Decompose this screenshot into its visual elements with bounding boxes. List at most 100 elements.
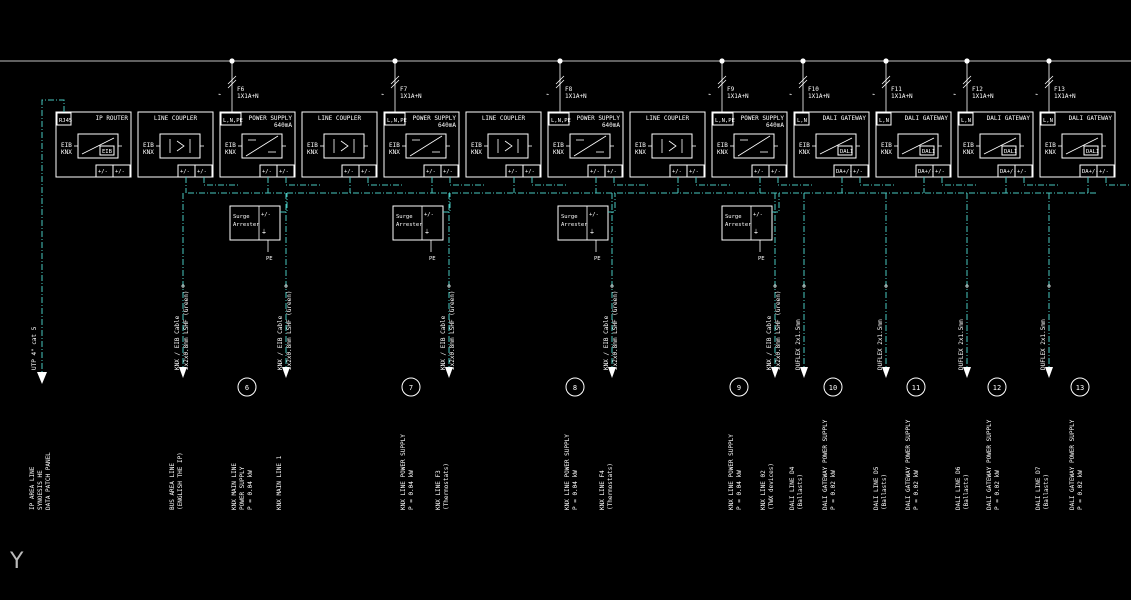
- surge-polarity: +/-: [589, 212, 599, 218]
- cable-text: KNX / EIB Cable: [766, 315, 773, 370]
- terminal-tag: L,N,PE: [223, 118, 243, 124]
- feeder-rating: 1X1A+N: [972, 93, 994, 100]
- module-title: DALI GATEWAY: [823, 115, 867, 122]
- eib-label: EIB: [143, 142, 154, 149]
- module-frame: [219, 111, 296, 178]
- knx-label: KNX: [635, 149, 646, 156]
- terminal-label: +/-: [689, 169, 699, 175]
- description-line: POWER SUPPLY: [239, 466, 246, 510]
- cable-text: UTP 4" cat 5: [31, 326, 38, 370]
- terminal-tag: L,N,PE: [715, 118, 735, 124]
- svg-text:⏚: ⏚: [589, 229, 595, 236]
- circuit-number-11: 11: [906, 377, 926, 397]
- cable-text: KNX / EIB Cable: [277, 315, 284, 370]
- terminal-label: +/-: [279, 169, 289, 175]
- cable-sub: 2x2x0.8mm LSHF (Green): [612, 291, 619, 370]
- description-line: DALI LINE D7: [1035, 466, 1042, 510]
- description-line: SYNOESIS HE: [37, 470, 44, 510]
- terminal-label: +/-: [262, 169, 272, 175]
- knx-label: KNX: [471, 149, 482, 156]
- terminal-label: +/-: [98, 169, 108, 175]
- circuit-number-text: 9: [737, 384, 741, 392]
- utp-arrow: [37, 372, 47, 384]
- eib-label: EIB: [1045, 142, 1056, 149]
- description-line: DALI LINE D6: [955, 466, 962, 510]
- description-line: DALI GATEWAY POWER SUPPLY: [905, 419, 912, 510]
- knx-label: KNX: [225, 149, 236, 156]
- svg-text:⊗: ⊗: [802, 283, 806, 290]
- description-line: (ENGLISH THE IP): [177, 452, 184, 510]
- eib-label: EIB: [307, 142, 318, 149]
- circuit-number-text: 8: [573, 384, 577, 392]
- module-frame: [875, 111, 952, 178]
- module-title: POWER SUPPLY: [249, 115, 293, 122]
- terminal-label: DA+/-: [918, 169, 935, 175]
- svg-text:⊗: ⊗: [773, 283, 777, 290]
- description-line3: KNX LINE F3(Thermostats): [435, 463, 450, 510]
- surge-label: Surge: [233, 214, 250, 220]
- module-title: DALI GATEWAY: [1069, 115, 1113, 122]
- description-dali7: DALI LINE D7(Ballasts): [1035, 466, 1050, 510]
- bus-terminals: DA+/-+/-: [833, 164, 869, 178]
- terminal-tag-box: [876, 112, 892, 126]
- eib-label: EIB: [717, 142, 728, 149]
- terminal-label: +/-: [197, 169, 207, 175]
- svg-text:⊗: ⊗: [181, 283, 185, 290]
- circuit-number-text: 10: [829, 384, 837, 392]
- module-symbol: [566, 133, 614, 159]
- knx-label: KNX: [799, 149, 810, 156]
- bus-link: [1023, 177, 1058, 186]
- bus-terminals: DA+/-+/-: [915, 164, 951, 178]
- surge-arresters: SurgeArrester+/-⏚PESurgeArrester+/-⏚PESu…: [229, 193, 780, 262]
- module-title: DALI GATEWAY: [987, 115, 1031, 122]
- bus-link: [613, 177, 648, 186]
- feeder-symbol: ⌁: [381, 92, 384, 98]
- circuit-number-12: 12: [987, 377, 1007, 397]
- bus-link: [777, 177, 812, 186]
- terminal-tag-box: [220, 112, 242, 126]
- module-symbol: [238, 133, 286, 159]
- knx-label: KNX: [1045, 149, 1056, 156]
- circuit-number-text: 12: [993, 384, 1001, 392]
- feeder-symbol: ⌁: [953, 92, 956, 98]
- svg-text:⊗: ⊗: [447, 283, 451, 290]
- cable-drop: ⊗: [771, 193, 779, 378]
- feeder-rating: 1X1A+N: [565, 93, 587, 100]
- pe-label: PE: [429, 256, 436, 262]
- description-dali6: DALI LINE D6(Ballasts): [955, 466, 970, 510]
- symbol-text: DALI: [1086, 149, 1099, 155]
- module-frame: [137, 111, 214, 178]
- module-current: 640mA: [274, 122, 292, 129]
- module-frame: [383, 111, 460, 178]
- module-title: DALI GATEWAY: [905, 115, 949, 122]
- terminal-tag: L,N: [879, 118, 889, 124]
- pe-label: PE: [594, 256, 601, 262]
- cable-sub: 2x2x0.8mm LSHF (Green): [183, 291, 190, 370]
- module-frame: [301, 111, 378, 178]
- bus-terminals: +/-+/-: [669, 164, 705, 178]
- module-frame: [711, 111, 788, 178]
- bus-terminals: +/-+/-: [587, 164, 623, 178]
- terminal-label: +/-: [1017, 169, 1027, 175]
- terminal-tag: L,N,PE: [551, 118, 571, 124]
- bus-terminals: +/-+/-: [423, 164, 459, 178]
- terminal-tag-box: [384, 112, 406, 126]
- feeder-symbol: ⌁: [789, 92, 792, 98]
- cable-text: KNX / EIB Cable: [440, 315, 447, 370]
- cable-text: KNX / EIB Cable: [603, 315, 610, 370]
- knx-label: KNX: [61, 149, 72, 156]
- bus-terminals: DA+/-+/-: [997, 164, 1033, 178]
- description-line4: KNX LINE F4(Thermostats): [599, 463, 614, 510]
- surge-label2: Arrester: [396, 222, 423, 228]
- description-line: (Ballasts): [1043, 474, 1050, 510]
